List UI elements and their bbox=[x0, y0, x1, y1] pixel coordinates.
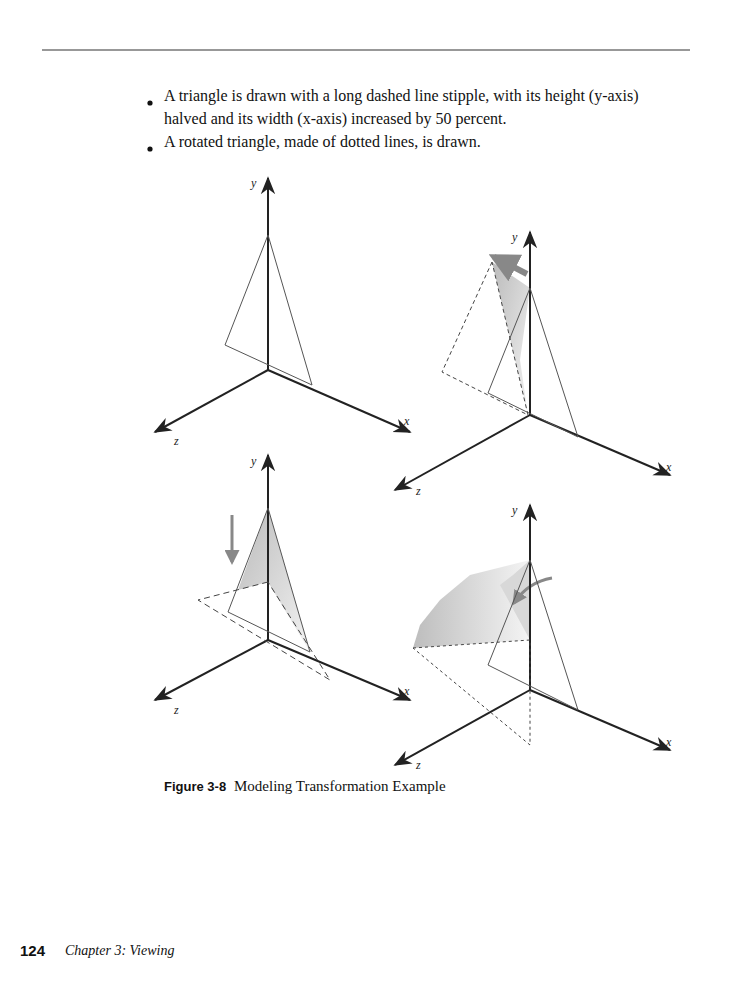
bullet-dot bbox=[147, 146, 152, 151]
bullet-dot bbox=[147, 100, 152, 105]
axis-label: x bbox=[404, 684, 409, 698]
figure-number: Figure 3-8 bbox=[164, 779, 226, 795]
panel-4 bbox=[395, 505, 670, 765]
bullet-text: A rotated triangle, made of dotted lines… bbox=[164, 130, 646, 153]
axis-label: z bbox=[416, 758, 421, 772]
page-number: 124 bbox=[20, 942, 45, 960]
axis-label: x bbox=[404, 414, 409, 428]
bullet-text: A triangle is drawn with a long dashed l… bbox=[164, 84, 646, 130]
axis-label: x bbox=[666, 735, 671, 749]
panel-2 bbox=[395, 232, 670, 490]
panel-1 bbox=[155, 178, 410, 432]
axis-label: y bbox=[512, 503, 517, 517]
header-rule bbox=[42, 49, 690, 50]
axis-label: x bbox=[666, 460, 671, 474]
running-footer: Chapter 3: Viewing bbox=[65, 943, 174, 960]
figure-caption: Modeling Transformation Example bbox=[234, 777, 446, 795]
axis-label: z bbox=[174, 434, 179, 448]
axis-label: z bbox=[416, 484, 421, 498]
axis-label: z bbox=[174, 703, 179, 717]
axis-label: y bbox=[251, 176, 256, 190]
panel-3 bbox=[155, 455, 410, 700]
axis-label: y bbox=[512, 230, 517, 244]
axis-label: y bbox=[251, 454, 256, 468]
